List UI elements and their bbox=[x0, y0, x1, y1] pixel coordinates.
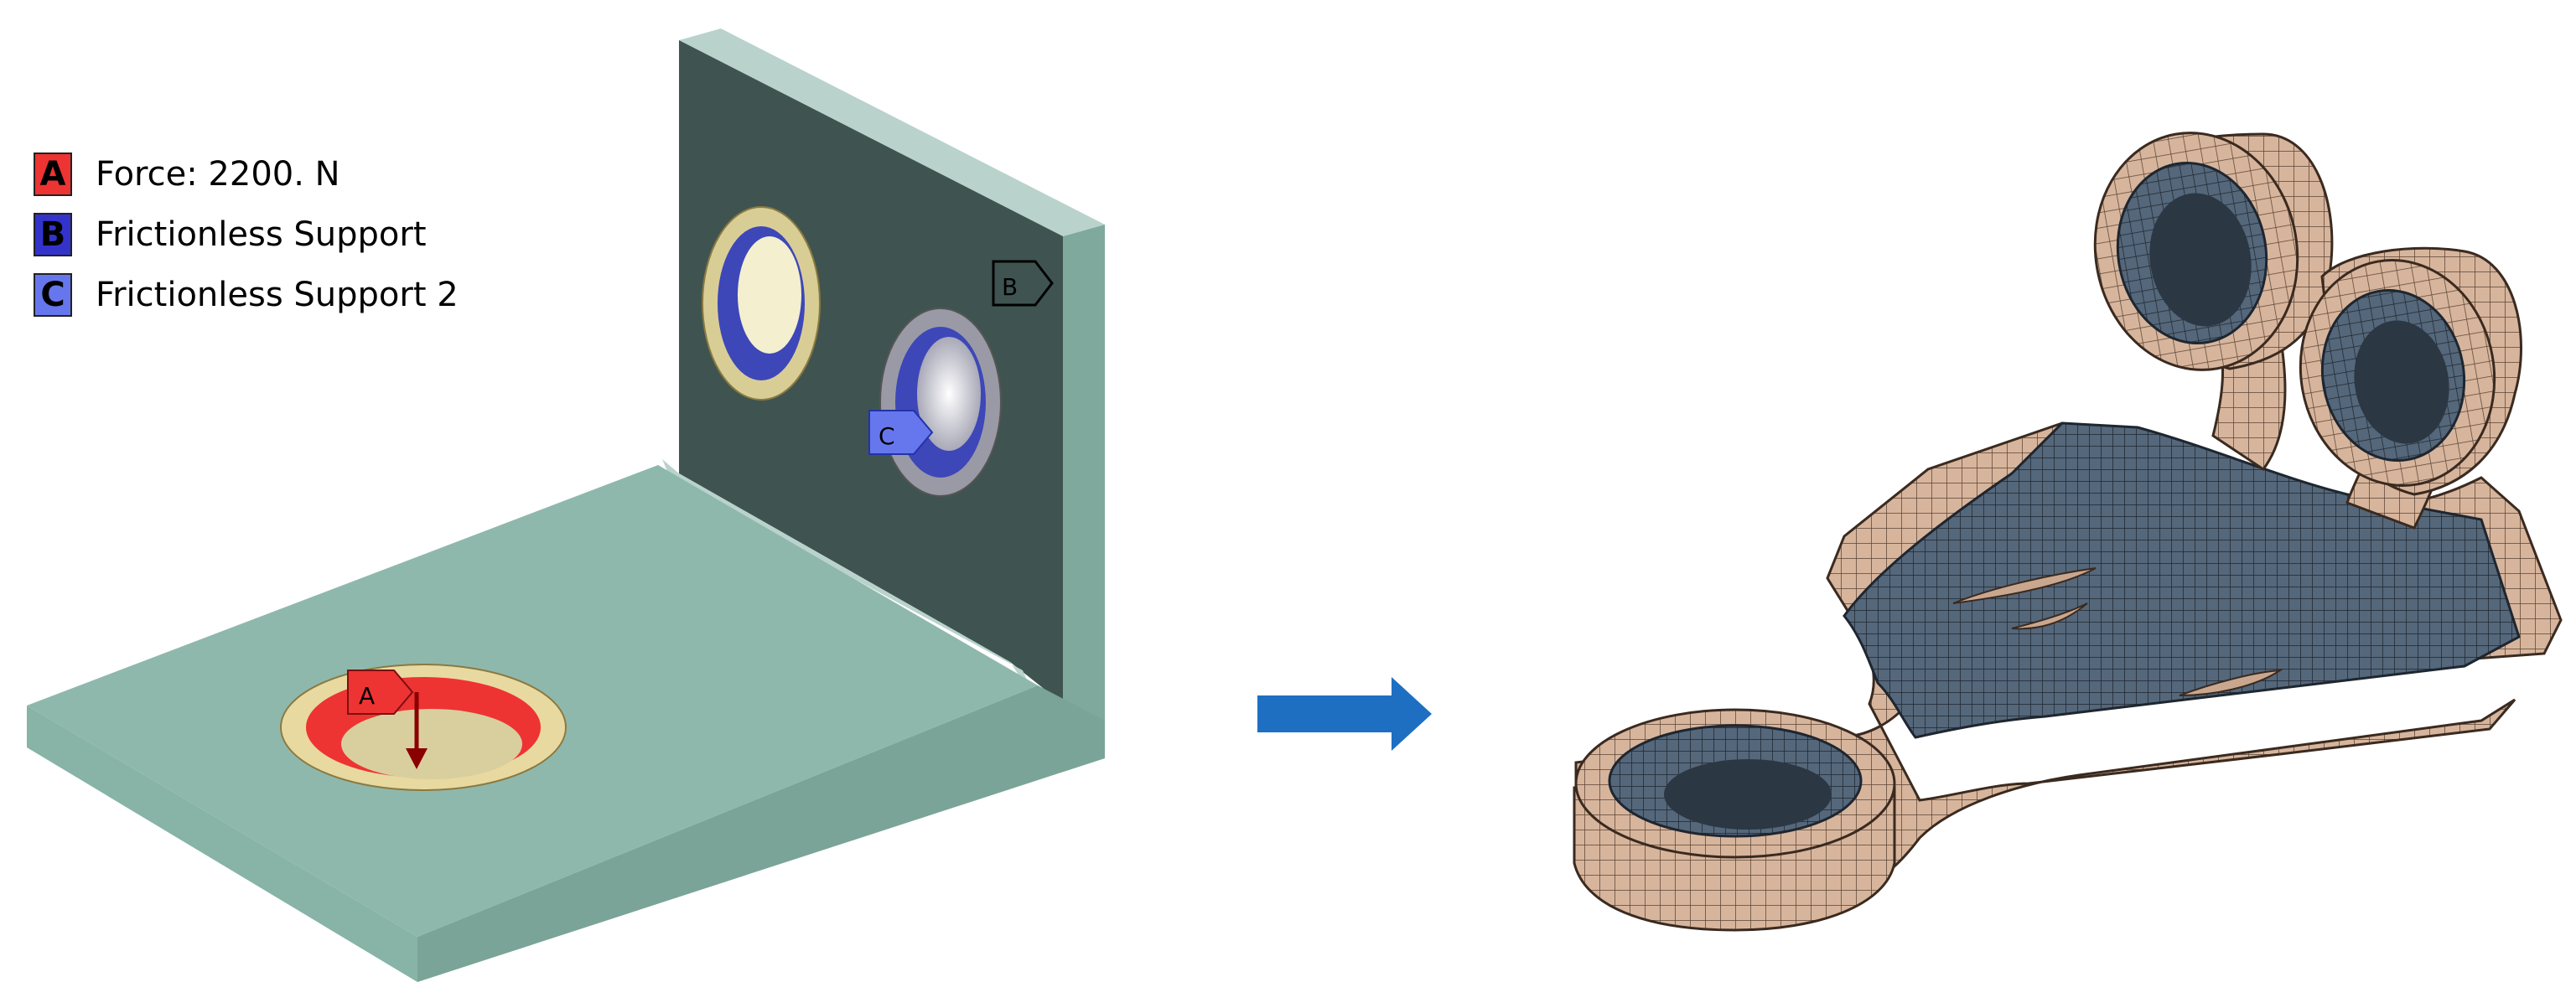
right-arrow-icon bbox=[1257, 677, 1432, 751]
legend-item-frictionless-support[interactable]: B Frictionless Support bbox=[34, 204, 459, 265]
legend-label-force: Force: 2200. N bbox=[96, 155, 340, 194]
marker-a-label: A bbox=[359, 682, 375, 710]
plate-front-face bbox=[27, 706, 417, 982]
legend-key-a: A bbox=[34, 153, 72, 196]
marker-b[interactable]: B bbox=[992, 260, 1054, 307]
mesh-slot-1 bbox=[1952, 567, 2097, 604]
legend-key-c: C bbox=[34, 273, 72, 317]
wall-front-face bbox=[679, 40, 1063, 704]
legend-item-frictionless-support-2[interactable]: C Frictionless Support 2 bbox=[34, 265, 459, 325]
mesh-lug-left bbox=[2093, 132, 2334, 371]
bracket-model[interactable]: B C A bbox=[27, 28, 1105, 982]
mesh-lug-right bbox=[2299, 246, 2522, 496]
fillet-face bbox=[662, 459, 1038, 704]
wall-side-face bbox=[679, 28, 1105, 236]
wall-hole-lower[interactable] bbox=[879, 308, 1002, 497]
bottom-hole[interactable] bbox=[280, 664, 567, 791]
marker-b-label: B bbox=[1002, 273, 1018, 301]
mesh-boss-bottom bbox=[1573, 708, 1896, 932]
legend-label-frictionless-support: Frictionless Support bbox=[96, 215, 427, 254]
marker-a[interactable]: A bbox=[347, 670, 428, 769]
boundary-condition-legend: A Force: 2200. N B Frictionless Support … bbox=[34, 144, 459, 325]
legend-key-b: B bbox=[34, 213, 72, 256]
legend-label-frictionless-support-2: Frictionless Support 2 bbox=[96, 276, 459, 314]
optimized-mesh-model[interactable] bbox=[1573, 116, 2563, 932]
legend-item-force[interactable]: A Force: 2200. N bbox=[34, 144, 459, 204]
mesh-slot-3 bbox=[2179, 669, 2283, 696]
marker-c-label: C bbox=[879, 422, 895, 450]
wall-hole-upper[interactable] bbox=[702, 206, 821, 401]
wall-right-face bbox=[1063, 225, 1105, 729]
mesh-slot-2 bbox=[2011, 602, 2088, 630]
marker-c[interactable]: C bbox=[868, 410, 934, 455]
force-arrow-head bbox=[406, 748, 428, 769]
plate-side-face bbox=[417, 685, 1105, 982]
